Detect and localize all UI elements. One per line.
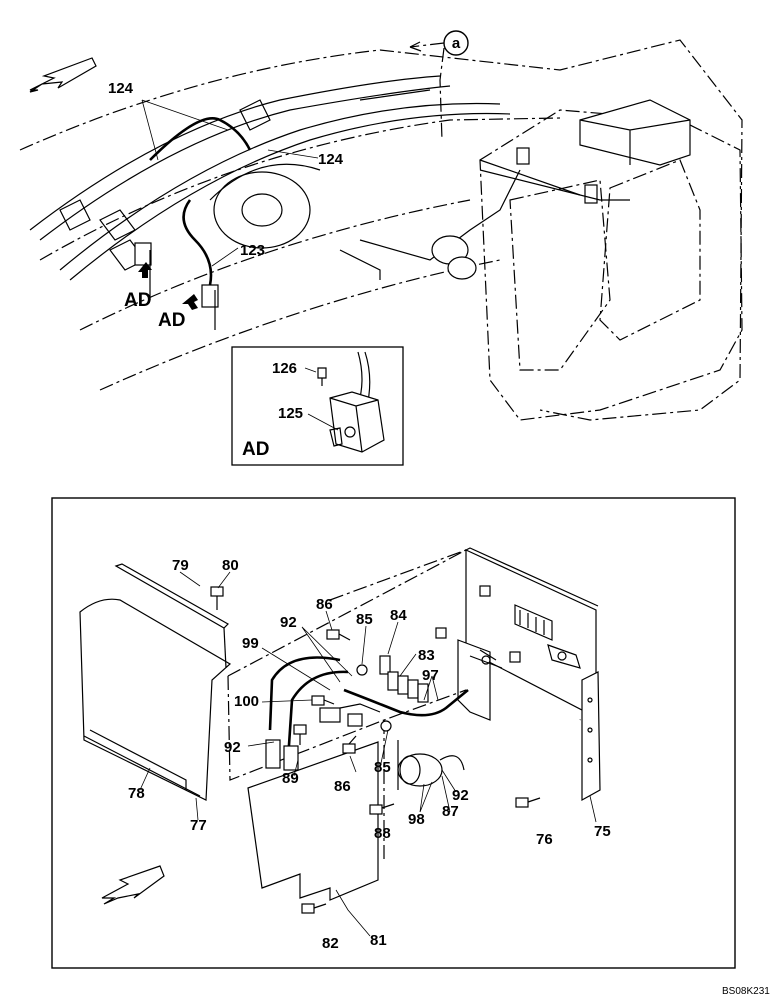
label-ad-left: AD <box>124 290 151 311</box>
bolt-82 <box>301 903 327 914</box>
front-direction-arrow-bottom <box>101 865 165 905</box>
bolt-86b <box>342 735 357 754</box>
label-82: 82 <box>322 935 339 952</box>
boom-outline <box>19 39 743 421</box>
label-124-a: 124 <box>108 80 134 97</box>
label-92-a: 92 <box>280 614 297 631</box>
hoses-124 <box>29 75 511 281</box>
label-75: 75 <box>594 823 611 840</box>
label-125: 125 <box>278 405 303 422</box>
bolt-88 <box>369 803 395 815</box>
label-83: 83 <box>418 647 435 664</box>
label-85-b: 85 <box>374 759 391 776</box>
label-92-b: 92 <box>224 739 241 756</box>
cab <box>479 99 743 421</box>
box-assembly: 79 80 86 85 84 92 99 83 97 100 92 89 86 … <box>51 497 736 969</box>
label-98: 98 <box>408 811 425 828</box>
front-direction-arrow <box>29 57 97 93</box>
machine-view: a <box>19 30 743 421</box>
label-77: 77 <box>190 817 207 834</box>
view-arrow-ad-right <box>182 294 198 310</box>
label-80: 80 <box>222 557 239 574</box>
label-86-a: 86 <box>316 596 333 613</box>
harness-123 <box>134 199 219 330</box>
label-92-c: 92 <box>452 787 469 804</box>
label-126: 126 <box>272 360 297 377</box>
label-89: 89 <box>282 770 299 787</box>
label-88: 88 <box>374 825 391 842</box>
label-86-b: 86 <box>334 778 351 795</box>
view-arrow-ad-left <box>138 262 152 278</box>
bolt-76 <box>515 797 541 808</box>
label-87: 87 <box>442 803 459 820</box>
nut-top <box>435 585 521 663</box>
label-79: 79 <box>172 557 189 574</box>
label-84: 84 <box>390 607 407 624</box>
relay-cluster-84 <box>379 655 429 703</box>
boom-cylinder <box>209 163 477 280</box>
label-100: 100 <box>234 693 259 710</box>
bolt-80 <box>210 586 224 610</box>
label-99: 99 <box>242 635 259 652</box>
bolt-86a <box>326 629 351 641</box>
label-97: 97 <box>422 667 439 684</box>
label-124-b: 124 <box>318 151 344 168</box>
bolt-89 <box>293 724 307 745</box>
detail-ad: 126 125 AD <box>231 346 404 466</box>
label-ad-right: AD <box>158 310 185 331</box>
label-123: 123 <box>240 242 265 259</box>
drawing-code: BS08K231 <box>722 986 770 997</box>
label-85-a: 85 <box>356 611 373 628</box>
label-78: 78 <box>128 785 145 802</box>
label-76: 76 <box>536 831 553 848</box>
callout-a: a <box>409 30 469 141</box>
bolt-100 <box>311 695 335 706</box>
callout-a-label: a <box>452 35 461 52</box>
detail-ad-title: AD <box>242 439 269 460</box>
label-81: 81 <box>370 932 387 949</box>
